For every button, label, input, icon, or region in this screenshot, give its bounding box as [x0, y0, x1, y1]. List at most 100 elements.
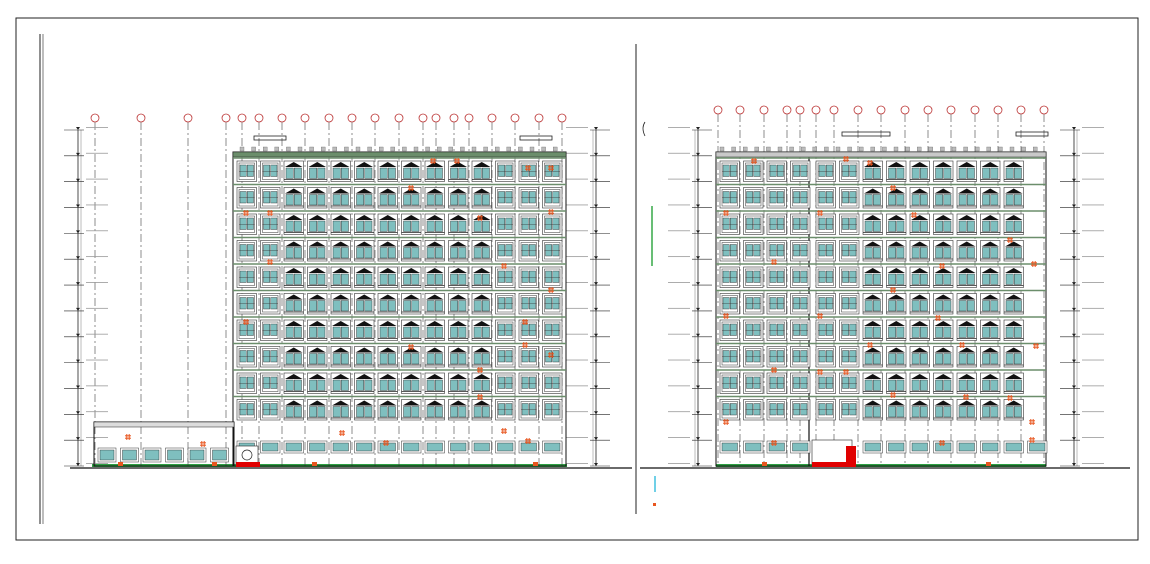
roof-crenel — [963, 146, 968, 152]
window-pane — [967, 194, 975, 206]
base-mark — [312, 462, 317, 466]
window-pane — [247, 164, 254, 177]
window-unit — [354, 372, 375, 394]
window-unit — [260, 293, 281, 315]
window-pane — [990, 353, 999, 365]
bracket-mark — [642, 121, 646, 137]
window-pane — [1014, 326, 1022, 338]
window-pane — [888, 194, 896, 206]
hood-shape — [332, 321, 350, 326]
window-pane — [545, 217, 552, 230]
window-pane — [309, 326, 317, 338]
hood-shape — [285, 294, 303, 300]
hash-tag — [890, 185, 896, 191]
window-unit — [471, 240, 492, 262]
level-text-stub — [86, 230, 108, 232]
hash-tag — [243, 319, 249, 325]
grid-bubble-circle — [853, 105, 863, 115]
grid-bubble — [449, 113, 459, 123]
window-pane — [309, 273, 317, 285]
window-unit — [815, 240, 836, 262]
window-pane — [294, 167, 302, 179]
hood-shape — [958, 400, 976, 406]
hood-shape — [1005, 215, 1023, 220]
window-pane — [935, 326, 943, 338]
window-pane — [364, 273, 373, 285]
window-unit — [330, 187, 351, 209]
window-pane — [388, 406, 396, 418]
window-pane — [473, 247, 482, 259]
hood-shape — [887, 374, 905, 379]
window-pane — [247, 217, 254, 230]
window-pane — [498, 323, 505, 336]
window-pane — [505, 323, 513, 336]
window-pane — [1005, 167, 1014, 179]
window-unit — [471, 187, 492, 209]
hood-shape — [355, 321, 373, 326]
window-pane — [426, 273, 435, 285]
window-unit — [307, 346, 328, 368]
window-pane — [935, 194, 943, 206]
window-pane — [482, 379, 490, 391]
window-pane — [818, 164, 826, 177]
window-pane — [1014, 220, 1022, 232]
hood-shape — [379, 321, 397, 326]
level-text-stub — [86, 152, 108, 154]
window-unit — [980, 293, 1001, 315]
shop-glass — [262, 442, 279, 452]
window-pane — [458, 353, 467, 365]
window-unit — [330, 160, 351, 182]
window-pane — [769, 244, 777, 257]
window-pane — [990, 167, 999, 179]
window-unit — [839, 240, 860, 262]
grid-bubble — [811, 105, 821, 115]
window-unit — [495, 160, 516, 182]
level-text-stub — [86, 437, 108, 438]
hash-tag — [522, 319, 528, 325]
grid-bubble — [829, 105, 839, 115]
level-marker — [594, 385, 598, 389]
window-pane — [818, 376, 826, 389]
roof-crenel — [471, 146, 477, 152]
window-pane — [458, 379, 467, 391]
hood-shape — [473, 347, 491, 353]
window-pane — [864, 379, 873, 391]
roof-crenel — [917, 146, 922, 152]
hood-shape — [864, 400, 882, 406]
window-pane — [920, 247, 928, 259]
window-pane — [309, 167, 317, 179]
window-pane — [426, 194, 435, 206]
window-unit — [839, 266, 860, 288]
window-pane — [341, 273, 349, 285]
window-unit — [886, 160, 907, 182]
window-pane — [730, 297, 737, 310]
base-mark — [986, 462, 991, 466]
window-pane — [982, 273, 990, 285]
window-pane — [730, 376, 737, 389]
window-pane — [967, 300, 975, 312]
level-marker — [1072, 359, 1076, 363]
hood-shape — [911, 321, 929, 326]
window-pane — [935, 247, 943, 259]
window-unit — [815, 372, 836, 394]
hood-shape — [379, 347, 397, 353]
window-pane — [247, 270, 254, 283]
hood-shape — [449, 215, 467, 220]
window-pane — [435, 220, 443, 232]
window-unit — [766, 160, 787, 182]
window-pane — [247, 376, 254, 389]
window-pane — [379, 247, 388, 259]
window-pane — [294, 353, 302, 365]
window-unit — [424, 240, 445, 262]
grid-bubble-circle — [487, 113, 497, 123]
window-pane — [1005, 247, 1014, 259]
window-pane — [458, 406, 467, 418]
window-pane — [529, 217, 536, 230]
grid-bubble-circle — [300, 113, 310, 123]
window-pane — [873, 406, 881, 418]
window-unit — [1003, 293, 1024, 315]
window-pane — [294, 379, 302, 391]
window-pane — [1005, 353, 1014, 365]
window-pane — [294, 273, 302, 285]
